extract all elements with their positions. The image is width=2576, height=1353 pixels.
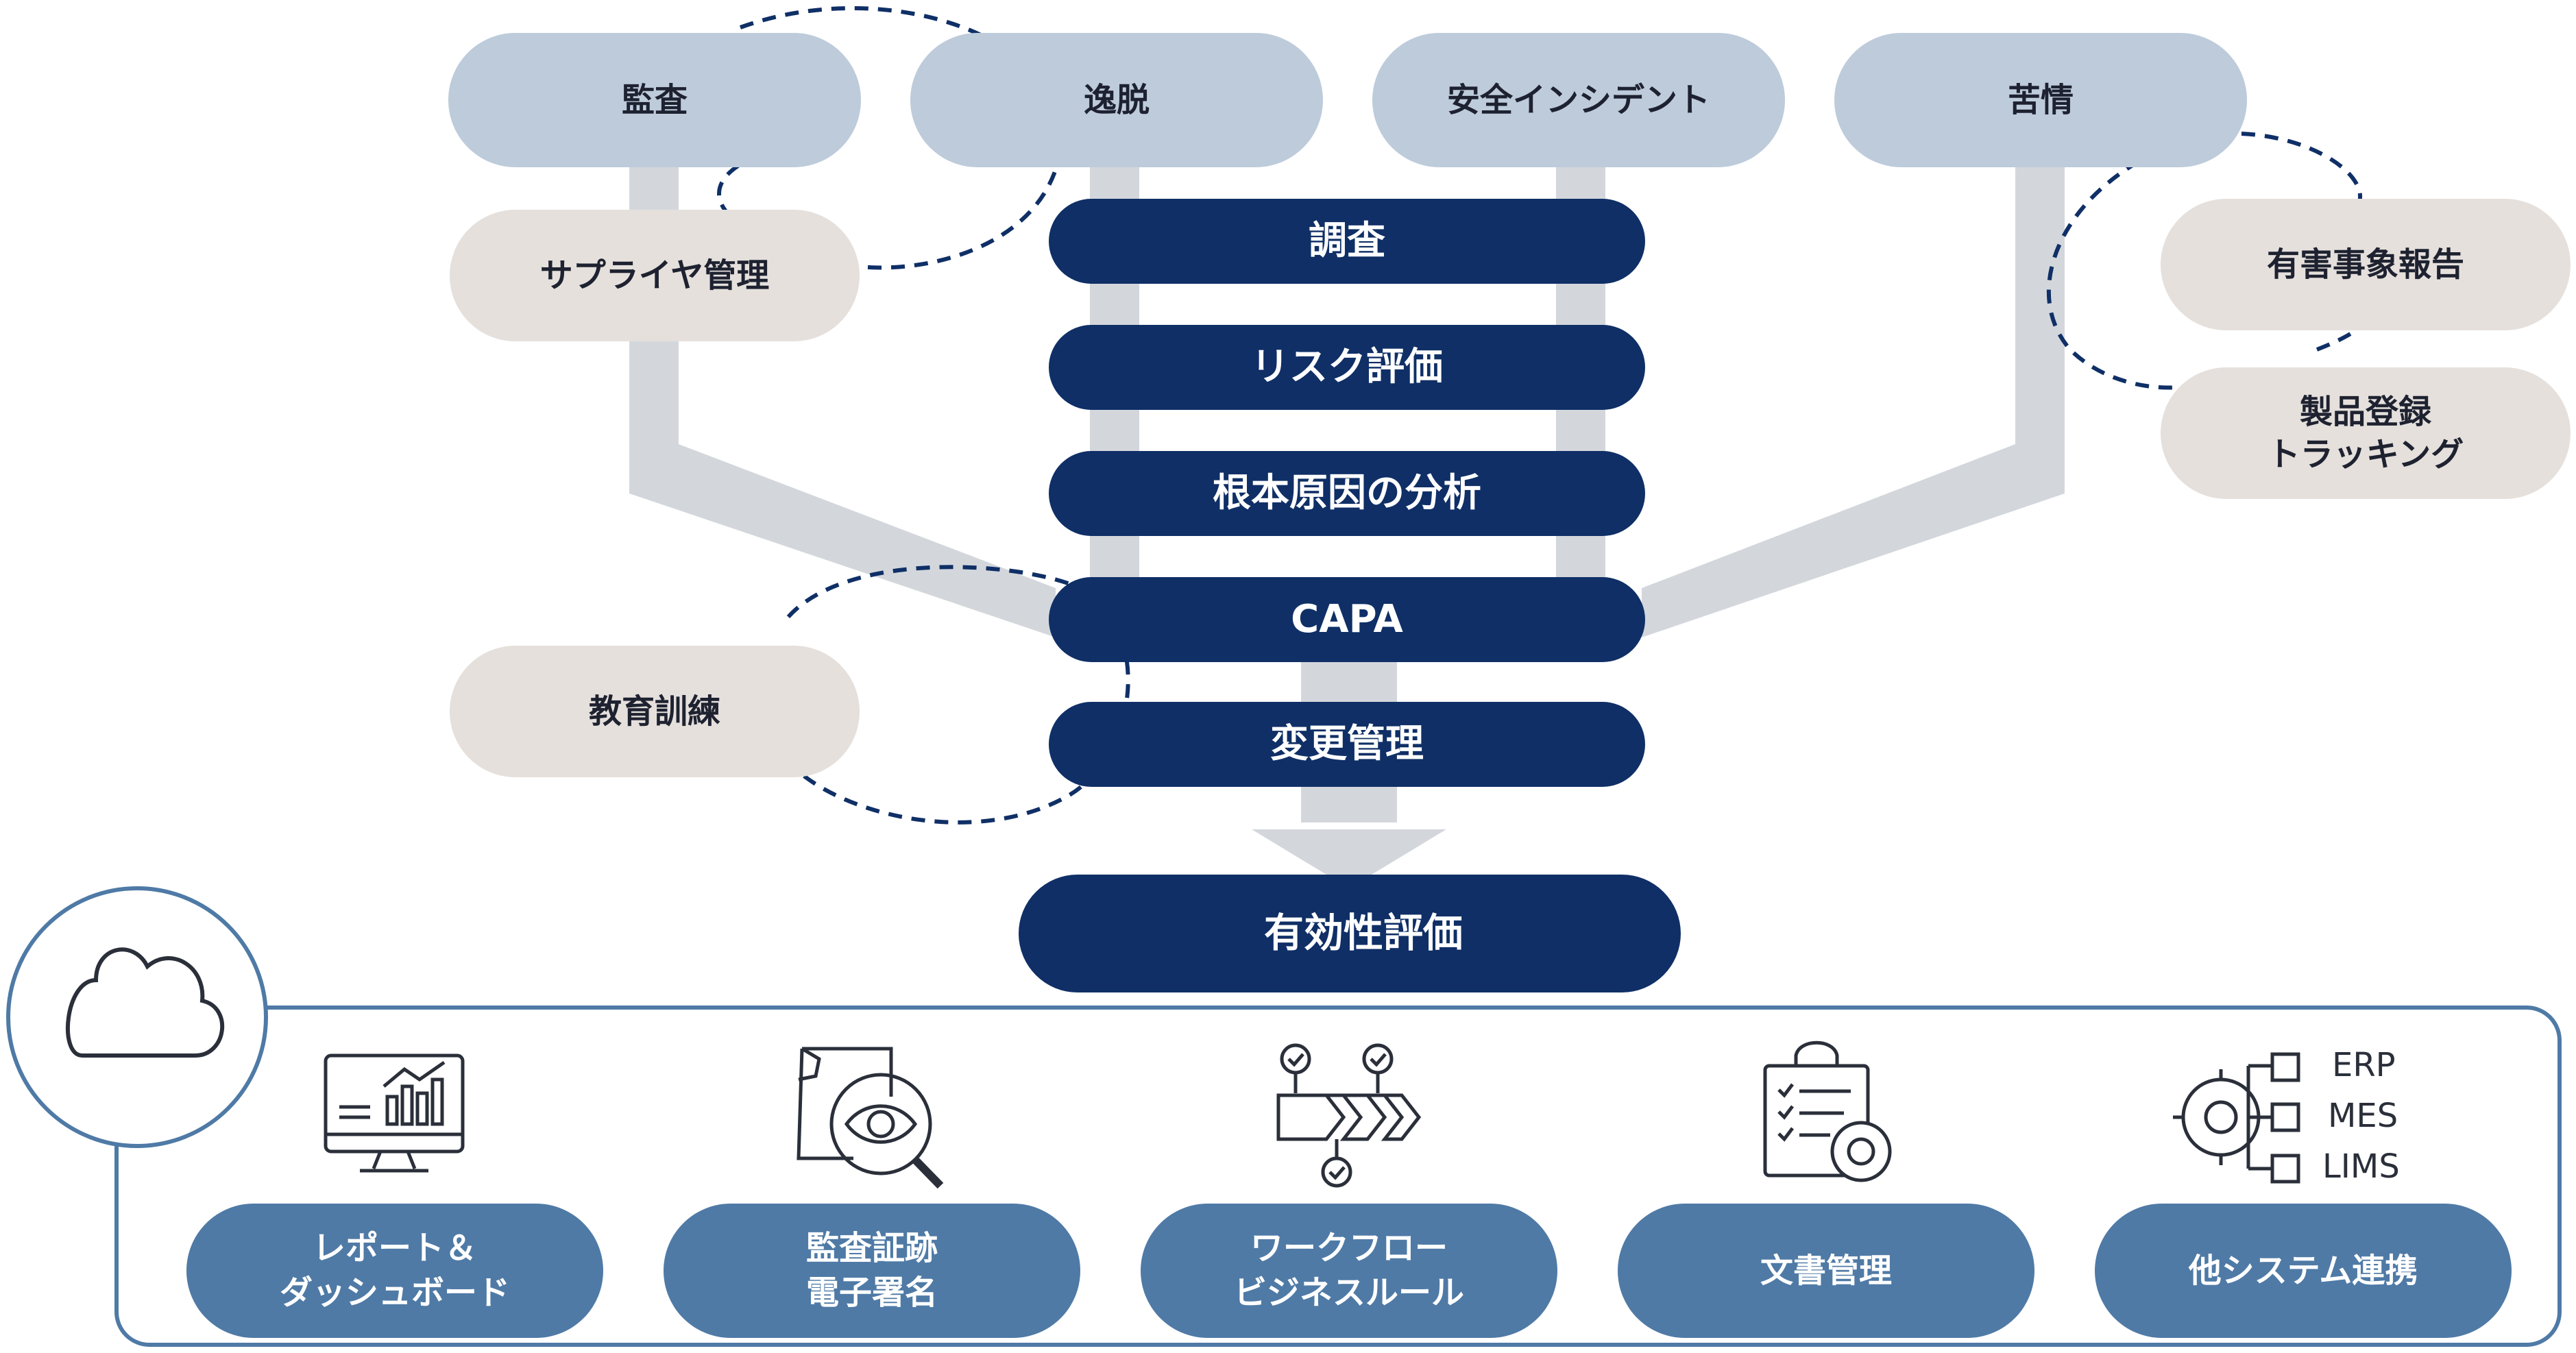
step-risk-assessment: リスク評価 [1049, 325, 1645, 410]
registration-line-2: トラッキング [2267, 435, 2464, 474]
step-change-management: 変更管理 [1049, 702, 1645, 787]
document-search-icon [797, 1047, 944, 1189]
source-complaint: 苦情 [1834, 33, 2247, 167]
related-adverse-event: 有害事象報告 [2161, 199, 2571, 330]
feature-reports-line-2: ダッシュボード [279, 1273, 510, 1312]
feature-document-label: 文書管理 [1760, 1251, 1892, 1290]
feature-integration-label: 他システム連携 [2188, 1251, 2418, 1290]
feature-workflow-line-1: ワークフロー [1250, 1229, 1448, 1268]
related-product-registration: 製品登録 トラッキング [2161, 367, 2571, 499]
feature-reports-line-1: レポート＆ [312, 1229, 477, 1268]
feature-document-management: 文書管理 [1618, 1204, 2034, 1338]
effectiveness-label: 有効性評価 [1263, 910, 1463, 957]
dashed-loop-audit-supplier [717, 6, 1063, 270]
feature-audit-line-1: 監査証跡 [805, 1229, 938, 1268]
registration-line-1: 製品登録 [2299, 392, 2431, 431]
integration-mes: MES [2328, 1097, 2398, 1135]
dashed-loop-training [786, 565, 1130, 825]
effectiveness-check: 有効性評価 [1019, 875, 1681, 992]
clipboard-gear-icon [1763, 1040, 1892, 1182]
integration-erp: ERP [2332, 1046, 2396, 1084]
integration-lims: LIMS [2322, 1147, 2400, 1186]
feature-reports-dashboard: レポート＆ ダッシュボード [186, 1204, 603, 1338]
flow-down-arrow [1252, 829, 1446, 888]
feature-system-integration: 他システム連携 [2095, 1204, 2512, 1338]
source-audit: 監査 [448, 33, 861, 167]
flow-merge-right [1642, 444, 2065, 637]
gear-integration-icon [2173, 1052, 2300, 1184]
step-capa: CAPA [1049, 577, 1645, 662]
feature-workflow-line-2: ビジネスルール [1233, 1273, 1464, 1312]
feature-audit-line-2: 電子署名 [805, 1273, 938, 1312]
source-safety-incident: 安全インシデント [1372, 33, 1785, 167]
monitor-chart-icon [324, 1053, 465, 1173]
feature-workflow-business-rules: ワークフロー ビジネスルール [1141, 1204, 1557, 1338]
step-investigation: 調査 [1049, 199, 1645, 284]
feature-audit-trail-esignature: 監査証跡 電子署名 [664, 1204, 1080, 1338]
related-supplier-management: サプライヤ管理 [450, 210, 860, 341]
workflow-icon [1276, 1043, 1422, 1188]
flow-bar-complaint [2015, 164, 2065, 493]
related-training: 教育訓練 [450, 646, 860, 777]
source-deviation: 逸脱 [910, 33, 1323, 167]
step-root-cause-analysis: 根本原因の分析 [1049, 451, 1645, 536]
cloud-icon [66, 947, 225, 1058]
cloud-badge [6, 886, 268, 1148]
flow-merge-left [629, 444, 1056, 637]
